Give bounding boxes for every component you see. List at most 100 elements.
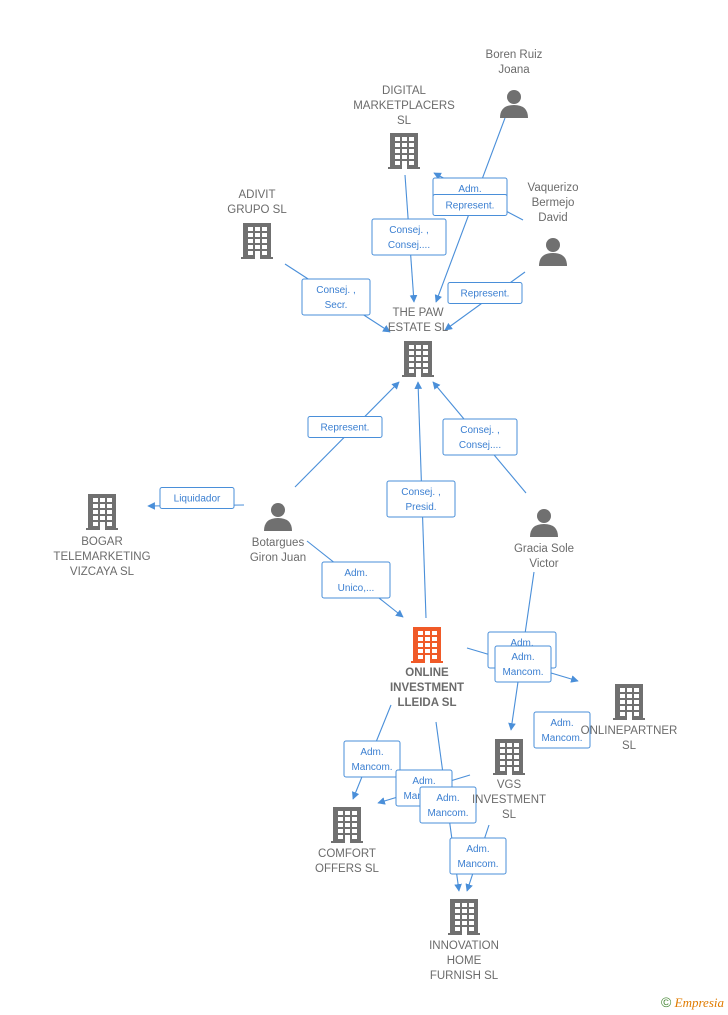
- building-door: [402, 161, 407, 169]
- node-label-line: Joana: [498, 64, 530, 76]
- node-label-line: Bermejo: [532, 197, 575, 209]
- node-label-line: OFFERS SL: [315, 863, 380, 875]
- edge-label-text: Represent.: [461, 289, 510, 300]
- building-window: [409, 369, 414, 373]
- building-window: [423, 369, 428, 373]
- node-label-line: VGS: [497, 779, 522, 791]
- building-window: [620, 694, 625, 698]
- building-window: [507, 743, 512, 747]
- building-window: [425, 649, 430, 653]
- building-window: [248, 239, 253, 243]
- building-window: [409, 351, 414, 355]
- building-icon: [411, 627, 443, 663]
- building-window: [338, 823, 343, 827]
- edge-label-e12[interactable]: Adm.Mancom.: [494, 645, 552, 683]
- edge-label-e2[interactable]: Represent.: [432, 194, 508, 216]
- edge-label-e4[interactable]: Represent.: [447, 282, 523, 304]
- edge-label-e13[interactable]: Adm. Mancom.: [533, 711, 591, 749]
- building-window: [507, 749, 512, 753]
- building-window: [93, 504, 98, 508]
- person-icon: [500, 90, 528, 118]
- edge-label-e9[interactable]: Liquidador: [159, 487, 235, 509]
- edge-label-e5[interactable]: Consej. ,Secr.: [301, 278, 371, 316]
- node-onlinepartner[interactable]: ONLINEPARTNER SL: [581, 684, 678, 752]
- building-window: [425, 631, 430, 635]
- building-window: [514, 755, 519, 759]
- building-door: [100, 522, 105, 530]
- building-window: [395, 143, 400, 147]
- node-label-line: Gracia Sole: [514, 543, 574, 555]
- person-icon: [530, 509, 558, 537]
- edge-label-e10[interactable]: Adm.Unico,...: [321, 561, 391, 599]
- building-window: [500, 761, 505, 765]
- edge-label-text: Adm.: [436, 793, 459, 804]
- building-window: [338, 817, 343, 821]
- node-bogar[interactable]: BOGAR TELEMARKETING VIZCAYA SL: [53, 494, 151, 578]
- person-body: [539, 253, 567, 266]
- building-window: [338, 811, 343, 815]
- building-door: [416, 369, 421, 377]
- edge-label-text: Mancom.: [541, 733, 582, 744]
- building-window: [395, 155, 400, 159]
- node-label-line: TELEMARKETING: [53, 551, 150, 563]
- edge-label-e6[interactable]: Represent.: [307, 416, 383, 438]
- building-door: [627, 712, 632, 720]
- building-window: [462, 909, 467, 913]
- edge-label-text: Adm.: [458, 184, 481, 195]
- edge-label-e14[interactable]: Adm.Mancom.: [343, 740, 401, 778]
- edge-label-e8[interactable]: Consej. ,Presid.: [386, 480, 456, 518]
- building-window: [395, 137, 400, 141]
- building-window: [469, 921, 474, 925]
- building-window: [634, 712, 639, 716]
- node-label-line: SL: [622, 740, 637, 752]
- node-label-line: ONLINEPARTNER: [581, 725, 678, 737]
- building-window: [469, 915, 474, 919]
- person-icon: [539, 238, 567, 266]
- edge-label-box: [447, 282, 523, 304]
- edge-label-e7[interactable]: Consej. ,Consej....: [442, 418, 518, 456]
- edge-label-text: Adm.: [550, 718, 573, 729]
- edge-label-e17[interactable]: Adm.Mancom.: [449, 837, 507, 875]
- edge-label-text: Consej. ,: [389, 225, 428, 236]
- edge-label-e3[interactable]: Consej. , Consej....: [371, 218, 447, 256]
- edge-label-text: Represent.: [446, 201, 495, 212]
- building-window: [262, 233, 267, 237]
- building-window: [620, 706, 625, 710]
- building-window: [352, 835, 357, 839]
- edge-label-text: Secr.: [325, 300, 348, 311]
- building-window: [345, 829, 350, 833]
- building-window: [402, 149, 407, 153]
- building-window: [255, 239, 260, 243]
- edge-label-box: [321, 561, 391, 599]
- edge-label-text: Consej....: [388, 240, 430, 251]
- node-label-line: SL: [502, 809, 517, 821]
- person-head: [537, 509, 551, 523]
- building-window: [352, 811, 357, 815]
- building-window: [507, 755, 512, 759]
- building-door: [462, 927, 467, 935]
- building-window: [425, 643, 430, 647]
- building-door: [507, 767, 512, 775]
- building-window: [248, 245, 253, 249]
- building-window: [402, 137, 407, 141]
- building-icon: [86, 494, 118, 530]
- edge-label-e16[interactable]: Adm.Mancom.: [419, 786, 477, 824]
- building-window: [255, 245, 260, 249]
- node-label-line: BOGAR: [81, 536, 123, 548]
- footer-brand: © Empresia: [661, 994, 724, 1011]
- node-label-line: VIZCAYA SL: [70, 566, 135, 578]
- building-window: [107, 504, 112, 508]
- node-label-line: ESTATE SL: [388, 322, 449, 334]
- edge-label-box: [494, 645, 552, 683]
